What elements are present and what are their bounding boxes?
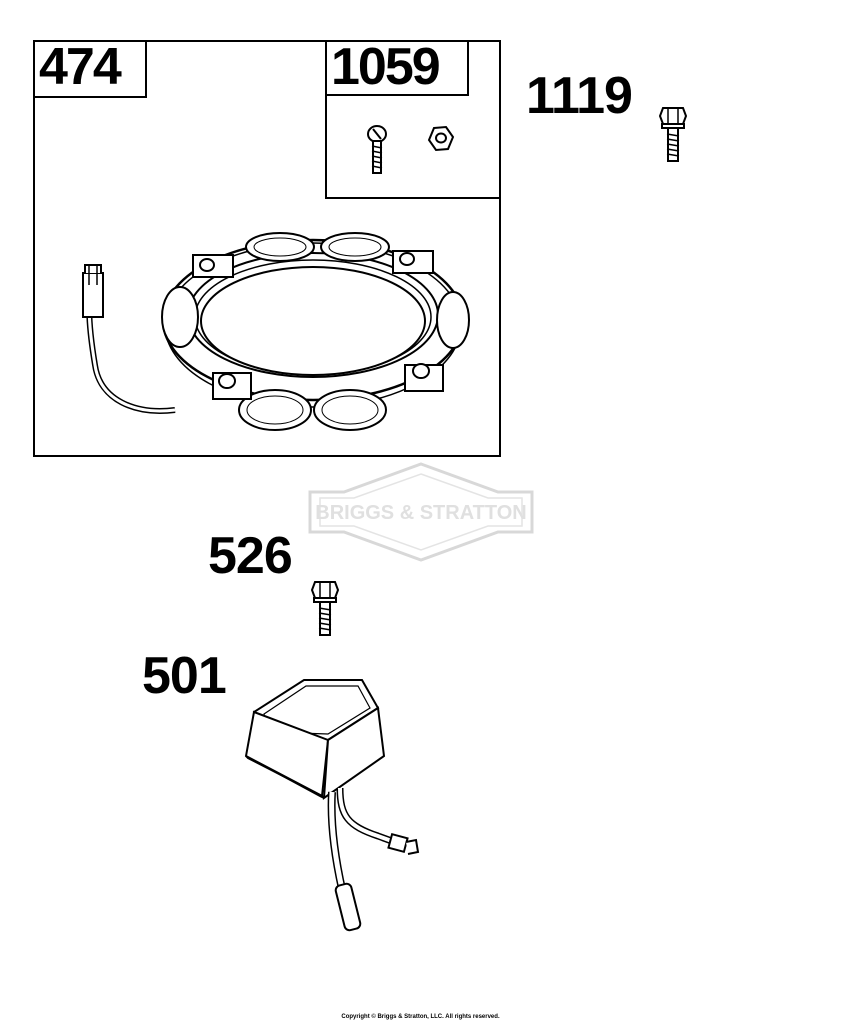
watermark-brand-text: BRIGGS & STRATTON (315, 502, 526, 524)
bolt-icon (658, 107, 688, 162)
brand-watermark: BRIGGS & STRATTON (308, 462, 534, 562)
part-number-526: 526 (208, 527, 293, 585)
stator-kit-frame (33, 40, 501, 457)
stator-icon (82, 232, 470, 431)
bolt-icon (310, 581, 340, 636)
part-number-1119: 1119 (526, 67, 633, 125)
nut-icon (427, 125, 455, 152)
copyright-footer: Copyright © Briggs & Stratton, LLC. All … (341, 1014, 500, 1020)
part-number-1059: 1059 (325, 40, 469, 96)
part-number-474: 474 (33, 40, 147, 98)
regulator-icon (244, 679, 420, 932)
screw-icon (367, 125, 387, 174)
part-number-501: 501 (142, 647, 227, 705)
